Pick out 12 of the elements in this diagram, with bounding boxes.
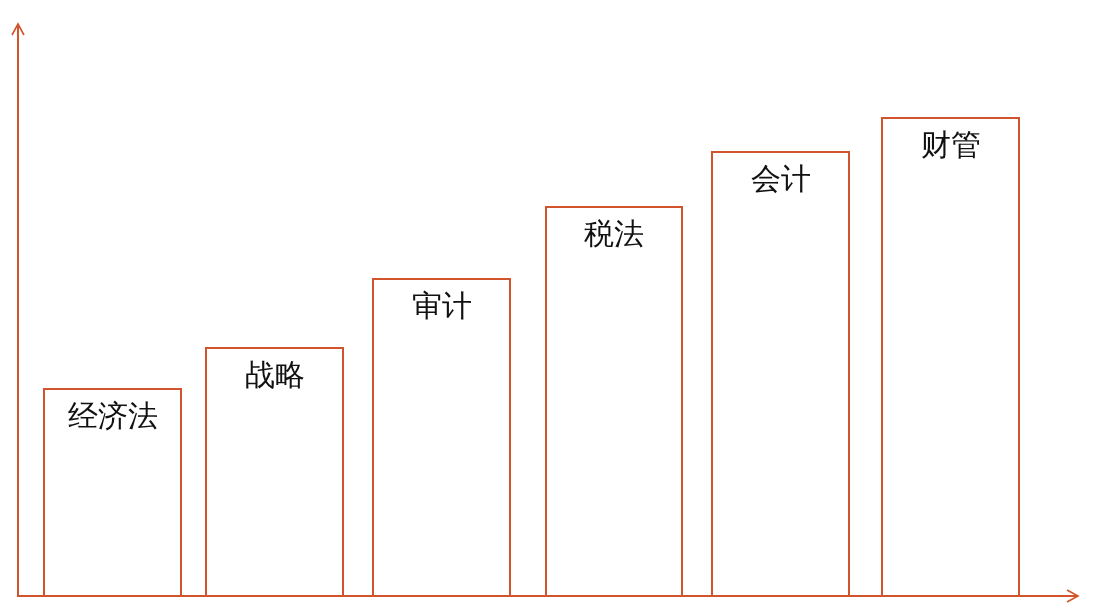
bar-label: 审计 — [410, 287, 473, 325]
bar — [881, 117, 1020, 597]
bar-label: 战略 — [243, 356, 306, 394]
bar-label: 会计 — [749, 160, 812, 198]
bar-label: 财管 — [919, 126, 982, 164]
bar — [372, 278, 511, 597]
bar-label: 经济法 — [66, 397, 159, 435]
bar — [205, 347, 344, 597]
bar-label: 税法 — [583, 215, 645, 253]
bar — [545, 206, 683, 597]
bar — [711, 151, 850, 597]
bar — [43, 388, 182, 597]
